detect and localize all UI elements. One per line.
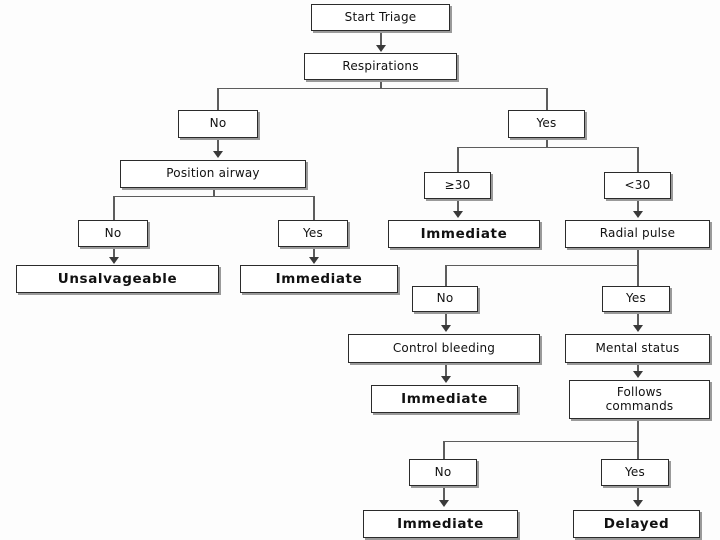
arrowhead-icon-6 (441, 325, 451, 332)
node-control-bleeding: Control bleeding (348, 334, 540, 363)
arrowhead-icon-8 (441, 376, 451, 383)
connector-vertical-21 (637, 265, 639, 286)
connector-vertical-30 (443, 486, 445, 501)
node-cmd-no: No (409, 459, 477, 486)
node-pulse-yes: Yes (602, 286, 670, 312)
node-imm-bleeding: Immediate (371, 385, 518, 413)
connector-vertical-22 (445, 312, 447, 327)
arrowhead-icon-1 (213, 151, 223, 158)
node-resp-yes: Yes (508, 110, 585, 138)
connector-vertical-16 (113, 247, 115, 259)
connector-vertical-24 (445, 363, 447, 378)
node-imm-rate: Immediate (388, 220, 540, 248)
arrowhead-icon-5 (309, 257, 319, 264)
connector-vertical-0 (380, 31, 382, 48)
arrowhead-icon-11 (633, 500, 643, 507)
connector-vertical-25 (637, 363, 639, 373)
node-cmd-yes: Yes (601, 459, 669, 486)
connector-vertical-3 (217, 88, 219, 110)
connector-horizontal-11 (113, 196, 313, 197)
node-position-airway: Position airway (120, 160, 306, 188)
connector-horizontal-2 (217, 88, 547, 89)
node-airway-yes: Yes (278, 220, 348, 247)
connector-vertical-28 (443, 441, 445, 460)
node-follows-commands: Follows commands (569, 380, 710, 419)
node-delayed: Delayed (573, 510, 700, 538)
node-imm-cmd: Immediate (363, 510, 518, 538)
connector-vertical-29 (637, 441, 639, 460)
connector-vertical-4 (546, 88, 548, 110)
arrowhead-icon-9 (633, 371, 643, 378)
node-pulse-no: No (412, 286, 478, 312)
node-unsalvageable: Unsalvageable (16, 265, 219, 293)
connector-vertical-1 (380, 80, 382, 89)
node-imm-airway: Immediate (240, 265, 398, 293)
connector-horizontal-7 (457, 147, 638, 148)
node-respirations: Respirations (304, 53, 457, 80)
node-start: Start Triage (311, 4, 450, 31)
node-mental-status: Mental status (565, 334, 710, 363)
connector-vertical-17 (313, 247, 315, 259)
connector-vertical-14 (457, 199, 459, 213)
connector-vertical-18 (637, 248, 639, 265)
connector-vertical-20 (445, 265, 447, 286)
connector-vertical-8 (457, 147, 459, 172)
connector-horizontal-19 (445, 265, 638, 266)
arrowhead-icon-10 (439, 500, 449, 507)
node-rate-ge30: ≥30 (424, 172, 491, 199)
connector-vertical-12 (113, 196, 115, 220)
connector-vertical-13 (313, 196, 315, 220)
node-airway-no: No (78, 220, 148, 247)
arrowhead-icon-2 (453, 211, 463, 218)
arrowhead-icon-4 (109, 257, 119, 264)
arrowhead-icon-3 (633, 211, 643, 218)
connector-vertical-10 (213, 188, 215, 196)
connector-vertical-15 (637, 199, 639, 213)
connector-vertical-23 (637, 312, 639, 327)
arrowhead-icon-0 (376, 45, 386, 52)
connector-vertical-31 (637, 486, 639, 501)
connector-vertical-26 (637, 419, 639, 441)
node-rate-lt30: <30 (604, 172, 671, 199)
connector-vertical-5 (217, 138, 219, 153)
connector-vertical-6 (546, 138, 548, 147)
arrowhead-icon-7 (633, 325, 643, 332)
connector-horizontal-27 (443, 441, 638, 442)
connector-vertical-9 (637, 147, 639, 172)
node-resp-no: No (178, 110, 258, 138)
node-radial-pulse: Radial pulse (565, 220, 710, 248)
